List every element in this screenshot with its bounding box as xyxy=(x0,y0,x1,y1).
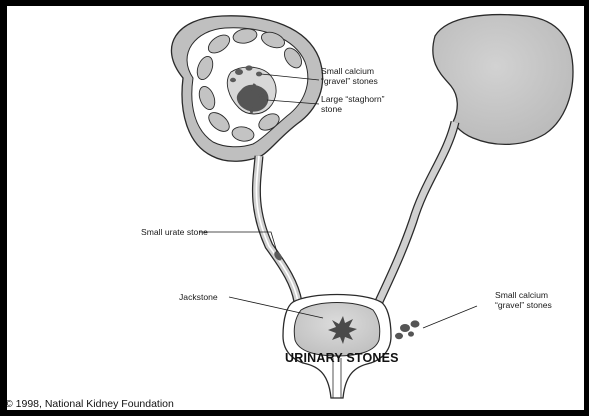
leader-line-calcium-bottom xyxy=(423,306,477,328)
label-large-staghorn: Large “staghorn” stone xyxy=(321,94,387,114)
label-small-urate: Small urate stone xyxy=(141,227,208,237)
label-small-calcium-bottom: Small calcium “gravel” stones xyxy=(495,290,552,310)
urinary-stones-diagram: Small calcium “gravel” stones Large “sta… xyxy=(7,6,584,410)
left-kidney-cross-section xyxy=(171,16,322,161)
diagram-frame: Small calcium “gravel” stones Large “sta… xyxy=(7,6,584,410)
diagram-title: URINARY STONES xyxy=(285,351,399,365)
label-small-calcium-top: Small calcium “gravel” stones xyxy=(321,66,378,86)
small-calcium-stones-bladder xyxy=(395,320,420,339)
label-jackstone: Jackstone xyxy=(179,292,218,302)
copyright-text: © 1998, National Kidney Foundation xyxy=(7,398,174,410)
left-ureter xyxy=(256,156,298,302)
bladder xyxy=(283,295,420,399)
right-ureter xyxy=(377,122,455,306)
